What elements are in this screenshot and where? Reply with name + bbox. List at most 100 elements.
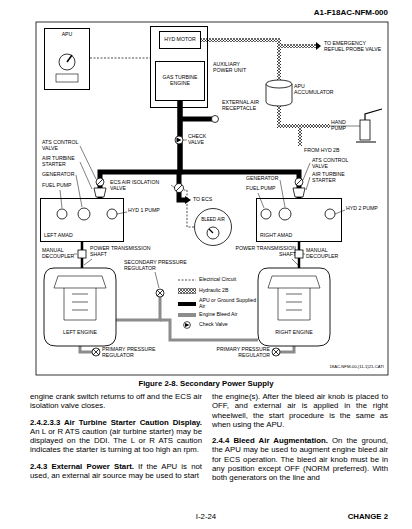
legend-swatch: [178, 302, 196, 306]
part-label: TO ECS: [193, 197, 223, 203]
body-text: engine crank switch returns to off and t…: [30, 392, 202, 410]
manual-decoupler: [78, 250, 303, 258]
amad-accessory: [57, 209, 67, 219]
leader-line: [183, 140, 187, 141]
pressure-regulator: [157, 290, 163, 296]
pressure-regulator: [92, 348, 100, 356]
change-number: CHANGE 2: [300, 512, 388, 521]
apu-switch: [59, 54, 75, 70]
pressure-regulator: [93, 349, 99, 355]
part-label: AIR TURBINE STARTER: [312, 172, 356, 183]
valve-symbol: [295, 178, 303, 186]
leader-line: [292, 259, 298, 265]
apu-air-duct: [185, 196, 191, 204]
amad-accessory: [57, 208, 335, 220]
selector-knob-shape: [194, 208, 232, 246]
part-label: GENERATOR: [42, 172, 82, 178]
pump-lever: [356, 109, 382, 142]
node-label: RIGHT AMAD: [260, 233, 320, 239]
node-label: BLEED AIR: [196, 217, 230, 222]
part-label: ATS CONTROL VALVE: [312, 158, 356, 169]
leader-line: [84, 259, 92, 265]
node-label: HYD MOTOR: [160, 37, 200, 43]
node-label: LEFT AMAD: [44, 233, 104, 239]
pressure-regulator: [156, 289, 164, 297]
part-label: EXTERNAL AIR RECEPTACLE: [222, 100, 266, 111]
legend-sample: [178, 321, 196, 329]
amad-box: RIGHT AMAD: [256, 198, 342, 242]
legend-row: Check Valve: [178, 321, 260, 329]
air-turbine-starter: [94, 188, 106, 197]
leader-line: [117, 212, 127, 214]
amad-box: LEFT AMAD: [40, 198, 124, 242]
legend-text: Engine Bleed Air: [199, 312, 259, 318]
legend-text: APU or Ground Supplied Air: [199, 298, 259, 309]
leader-line: [171, 185, 175, 188]
hydraulic-line: [298, 128, 302, 146]
part-label: FROM HYD 2B: [304, 148, 350, 154]
section-heading: 2.4.4 Bleed Air Augmentation.: [212, 436, 328, 445]
part-label: AIR TURBINE STARTER: [42, 156, 82, 167]
body-text: the engine(s). After the bleed air knob …: [212, 392, 388, 429]
part-label: PRIMARY PRESSURE REGULATOR: [210, 347, 270, 358]
leader-line: [306, 177, 310, 190]
body-paragraph: the engine(s). After the bleed air knob …: [212, 392, 388, 429]
electrical-circuit: [184, 190, 194, 227]
knob-dial: [195, 209, 232, 246]
amad-accessory: [261, 209, 271, 219]
accumulator-top: [266, 80, 292, 88]
legend-row: Hydraulic 2B: [178, 287, 260, 295]
page-number: I-2-24: [156, 512, 256, 521]
part-label: CHECK VALVE: [188, 134, 212, 145]
engine-case: [44, 268, 116, 346]
engine-bleed-air: [116, 297, 160, 320]
apu-air-duct: [182, 117, 212, 122]
legend-row: APU or Ground Supplied Air: [178, 298, 260, 309]
part-label: SECONDARY PRESSURE REGULATOR: [124, 260, 190, 271]
legend-sample: [185, 323, 190, 327]
part-label: POWER TRANSMISSION SHAFT: [90, 246, 156, 257]
part-label: HYD 1 PUMP: [128, 208, 164, 214]
leader-line: [80, 162, 92, 189]
node-label: APU: [45, 32, 89, 38]
amad-accessory: [325, 209, 335, 219]
node-label: APU ACCUMULATOR: [294, 84, 340, 95]
pump-cylinder: [360, 120, 370, 140]
legend-row: Engine Bleed Air: [178, 312, 260, 318]
part-label: PRIMARY PRESSURE REGULATOR: [102, 347, 164, 358]
check-valve: [175, 136, 183, 144]
section-heading: 2.4.3 External Power Start.: [30, 462, 134, 471]
amad-accessory: [279, 208, 291, 220]
node-label: GAS TURBINE ENGINE: [156, 75, 204, 86]
legend-sample: [178, 289, 196, 294]
hydraulic-line: [201, 40, 279, 80]
turbine-box: GAS TURBINE ENGINE: [155, 61, 205, 101]
valve-symbol: [175, 184, 184, 193]
apu-switch: [56, 54, 78, 82]
amad-accessory: [78, 208, 90, 220]
hydraulic-motor-box: HYD MOTOR: [159, 31, 201, 49]
node-label: HAND PUMP: [331, 120, 355, 131]
part-label: MANUAL DECOUPLER: [42, 248, 78, 259]
legend: Electrical CircuitHydraulic 2BAPU or Gro…: [178, 276, 260, 332]
engine-outline: LEFT ENGINE: [44, 268, 116, 346]
apu-switch: [67, 55, 72, 62]
legend-swatch: [178, 313, 196, 317]
part-label: ATS CONTROL VALVE: [42, 140, 84, 151]
apu-switch: [56, 74, 78, 82]
leader-line: [303, 163, 310, 180]
engine-detail: [268, 276, 320, 320]
node-label: RIGHT ENGINE: [258, 330, 330, 336]
part-label: TO EMERGENCY REFUEL PROBE VALVE: [324, 41, 386, 52]
body-paragraph: engine crank switch returns to off and t…: [30, 392, 202, 411]
legend-sample: [178, 280, 196, 281]
engine-outline: RIGHT ENGINE: [258, 268, 330, 346]
part-label: GENERATOR: [246, 176, 280, 182]
air-turbine-starter: [293, 188, 305, 197]
pressure-regulator: [272, 348, 280, 356]
leader-line: [60, 190, 62, 208]
pressure-regulator: [92, 289, 280, 356]
amad-accessory: [107, 209, 117, 219]
leader-line: [76, 175, 82, 207]
